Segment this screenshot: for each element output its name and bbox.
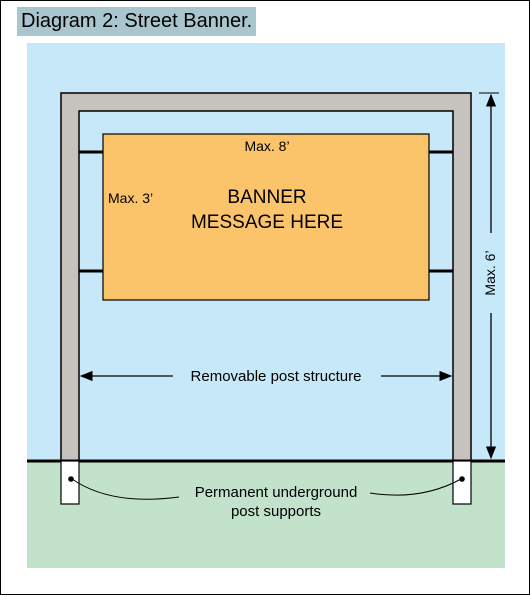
left-support-dot [68, 476, 74, 482]
ground-background [27, 461, 505, 568]
supports-label-line2: post supports [231, 503, 321, 520]
supports-label-line1: Permanent underground [195, 484, 358, 501]
banner-text-line1: BANNER [227, 187, 306, 208]
post-structure-label: Removable post structure [191, 368, 362, 385]
banner-max-width-label: Max. 8’ [244, 138, 289, 154]
banner-ties [79, 150, 453, 273]
banner-text-line2: MESSAGE HERE [191, 212, 343, 233]
banner-max-height-label: Max. 3’ [108, 190, 153, 206]
right-support-dot [459, 476, 465, 482]
post-structure-dimension: Removable post structure [79, 368, 453, 385]
left-support-leader [71, 478, 180, 500]
diagram-title: Diagram 2: Street Banner. [17, 7, 257, 36]
left-post-support [60, 460, 80, 505]
right-post-support [452, 460, 472, 505]
post-height-dimension: Max. 6’ [479, 92, 499, 461]
right-support-leader [369, 478, 462, 496]
post-height-label: Max. 6’ [482, 250, 498, 295]
banner [102, 133, 430, 301]
